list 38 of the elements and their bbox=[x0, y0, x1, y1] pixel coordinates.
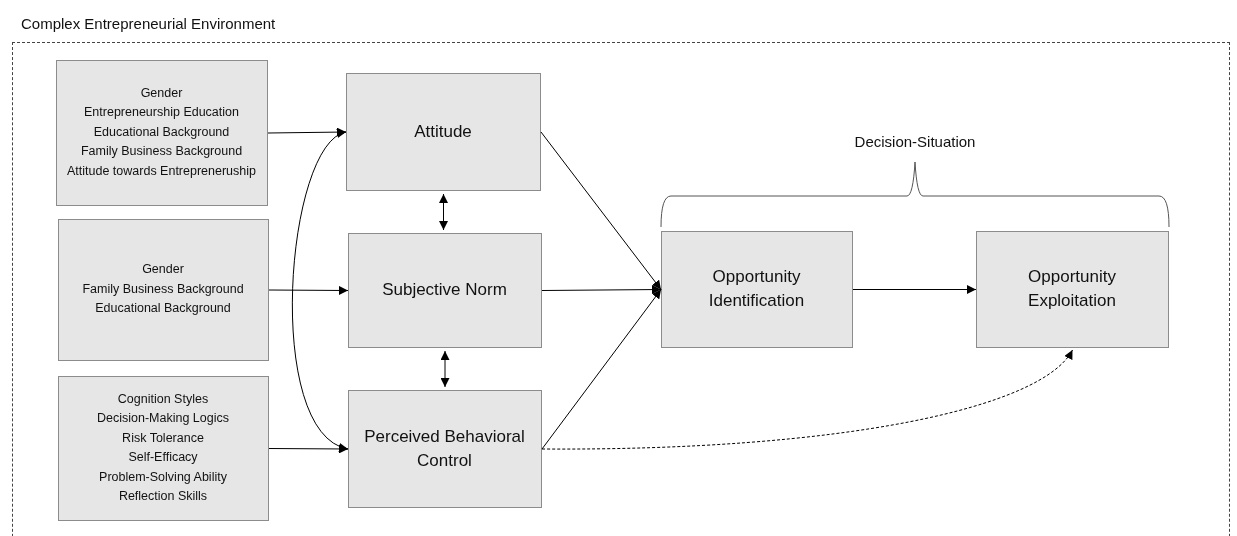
dashed-arrow bbox=[541, 349, 1073, 450]
construct-label: Subjective Norm bbox=[381, 279, 508, 301]
factor-text: Family Business Background bbox=[81, 280, 245, 298]
factor-text: Reflection Skills bbox=[117, 488, 209, 505]
factor-text: Attitude towards Entrepreneruship bbox=[66, 162, 257, 180]
factor-text: Risk Tolerance bbox=[121, 429, 205, 447]
arrow bbox=[541, 289, 662, 450]
construct-box bbox=[347, 389, 542, 508]
factor-text: Entrepreneurship Education bbox=[83, 104, 240, 122]
construct-box bbox=[345, 72, 541, 191]
arrow bbox=[540, 131, 662, 290]
factor-text: Family Business Background bbox=[79, 143, 244, 161]
construct-box bbox=[660, 230, 853, 348]
factor-text: Self-Efficacy bbox=[127, 449, 199, 466]
factor-text: Decision-Making Logics bbox=[96, 410, 230, 427]
arrow bbox=[292, 131, 349, 450]
construct-label: Opportunity Identification bbox=[707, 266, 806, 312]
factor-text: Gender bbox=[139, 84, 184, 102]
construct-label: Perceived Behavioral Control bbox=[363, 425, 526, 472]
factor-text: Educational Background bbox=[94, 300, 232, 318]
construct-box bbox=[347, 232, 542, 348]
boundary-heading: Complex Entrepreneurial Environment bbox=[21, 15, 276, 32]
construct-box bbox=[975, 230, 1169, 348]
factor-text: Educational Background bbox=[92, 123, 231, 141]
factor-box bbox=[57, 218, 269, 361]
factor-box bbox=[55, 59, 268, 206]
factor-text: Problem-Solving Ability bbox=[98, 468, 228, 486]
construct-label: Attitude bbox=[413, 120, 473, 143]
group-label: Decision-Situation bbox=[854, 133, 976, 150]
factor-box bbox=[57, 375, 269, 521]
arrow bbox=[439, 193, 448, 231]
arrow bbox=[268, 285, 349, 295]
construct-label: Opportunity Exploitation bbox=[1027, 266, 1117, 312]
factor-text: Gender bbox=[141, 261, 185, 279]
arrow bbox=[440, 350, 450, 388]
arrow bbox=[541, 285, 662, 295]
arrow bbox=[852, 285, 977, 294]
factor-text: Cognition Styles bbox=[116, 390, 210, 408]
